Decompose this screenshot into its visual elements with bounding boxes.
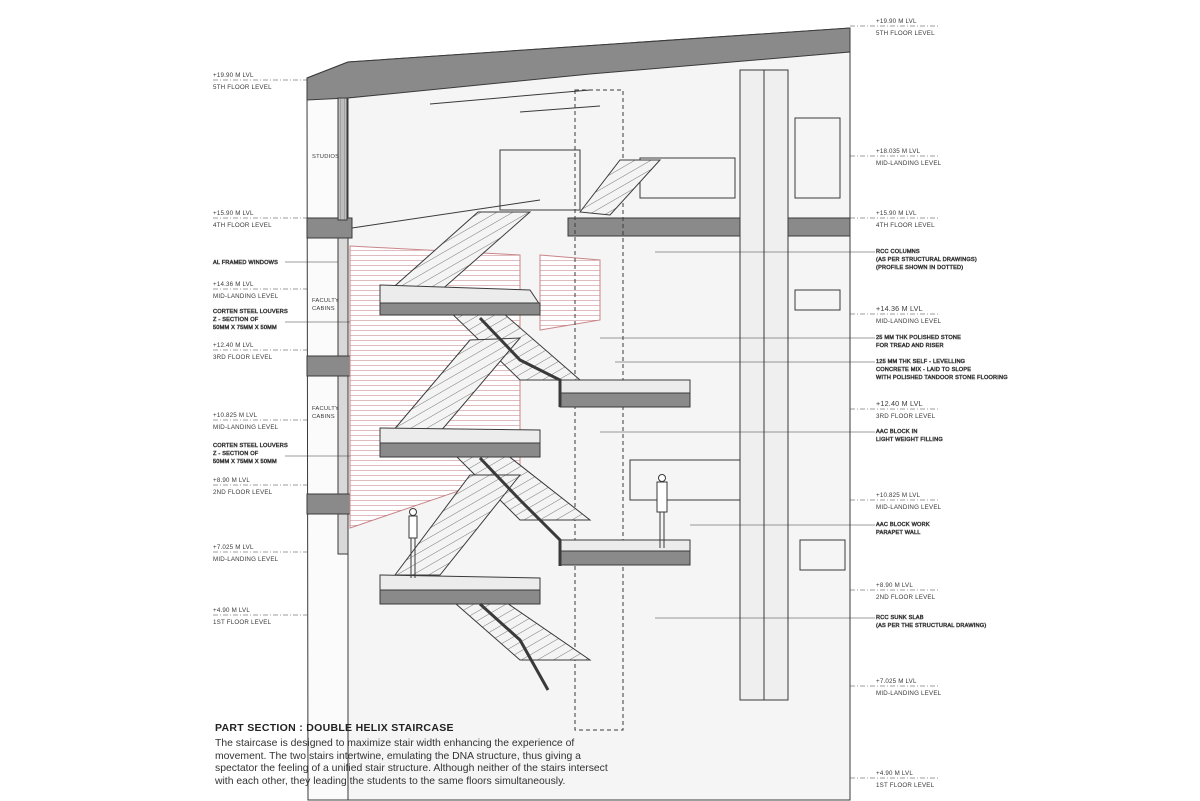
level-value: +8.90 M LVL <box>876 582 913 589</box>
room-studios: STUDIOS <box>312 154 339 160</box>
right-rooms <box>499 117 846 571</box>
level-value: +15.90 M LVL <box>876 210 917 217</box>
note-columns-line-1: RCC COLUMNS <box>876 249 920 255</box>
room-faculty-2-line-1: FACULTY <box>312 406 339 412</box>
level-value: +19.90 M LVL <box>876 18 917 25</box>
level-value: +7.025 M LVL <box>213 544 254 551</box>
level-value: +8.90 M LVL <box>213 477 250 484</box>
note-windows: AL FRAMED WINDOWS <box>213 260 278 266</box>
level-name: 3RD FLOOR LEVEL <box>213 354 273 361</box>
note-screed-line-3: WITH POLISHED TANDOOR STONE FLOORING <box>876 375 1008 381</box>
level-name: MID-LANDING LEVEL <box>876 160 942 167</box>
note-louvers-1-line-3: 50MM X 75MM X 50MM <box>213 325 277 331</box>
note-parapet-line-2: PARAPET WALL <box>876 530 921 536</box>
note-stone-line-1: 25 MM THK POLISHED STONE <box>876 335 961 341</box>
scale-figures <box>408 474 668 578</box>
levels-left: +19.90 M LVL 5TH FLOOR LEVEL +15.90 M LVL 4… <box>213 72 307 626</box>
notes-right: RCC COLUMNS (AS PER STRUCTURAL DRAWINGS)… <box>600 249 1008 629</box>
stair-flights <box>386 159 662 661</box>
level-name: MID-LANDING LEVEL <box>876 690 942 697</box>
level-value: +19.90 M LVL <box>213 72 254 79</box>
level-name: MID-LANDING LEVEL <box>876 504 942 511</box>
note-aac-line-2: LIGHT WEIGHT FILLING <box>876 437 943 443</box>
level-name: 4TH FLOOR LEVEL <box>876 222 935 229</box>
note-louvers-2-line-1: CORTEN STEEL LOUVERS <box>213 443 288 449</box>
caption-block: PART SECTION : DOUBLE HELIX STAIRCASE Th… <box>215 722 625 788</box>
note-parapet-line-1: AAC BLOCK WORK <box>876 522 930 528</box>
levels-right: +19.90 M LVL 5TH FLOOR LEVEL +18.035 M LVL… <box>850 18 942 789</box>
level-value: +15.90 M LVL <box>213 210 254 217</box>
level-name: MID-LANDING LEVEL <box>213 293 279 300</box>
note-louvers-1-line-1: CORTEN STEEL LOUVERS <box>213 309 288 315</box>
level-name: MID-LANDING LEVEL <box>213 556 279 563</box>
level-name: 1ST FLOOR LEVEL <box>876 782 935 789</box>
level-value: +7.025 M LVL <box>876 678 917 685</box>
level-value: +4.90 M LVL <box>213 607 250 614</box>
note-sunk-slab-line-2: (AS PER THE STRUCTURAL DRAWING) <box>876 623 986 629</box>
level-name: 5TH FLOOR LEVEL <box>213 84 272 91</box>
room-faculty-2-line-2: CABINS <box>312 414 335 420</box>
note-columns-line-2: (AS PER STRUCTURAL DRAWINGS) <box>876 257 977 263</box>
note-louvers-2-line-3: 50MM X 75MM X 50MM <box>213 459 277 465</box>
level-value: +14.36 M LVL <box>876 304 923 313</box>
note-louvers-2-line-2: Z - SECTION OF <box>213 451 259 457</box>
stair-landings <box>379 284 691 691</box>
level-name: MID-LANDING LEVEL <box>876 318 942 325</box>
note-sunk-slab-line-1: RCC SUNK SLAB <box>876 615 924 621</box>
level-name: 2ND FLOOR LEVEL <box>876 594 936 601</box>
note-louvers-1-line-2: Z - SECTION OF <box>213 317 259 323</box>
level-value: +18.035 M LVL <box>876 148 921 155</box>
notes-left: AL FRAMED WINDOWS CORTEN STEEL LOUVERS Z… <box>213 260 350 465</box>
level-name: 5TH FLOOR LEVEL <box>876 30 935 37</box>
caption-text: The staircase is designed to maximize st… <box>215 738 608 787</box>
note-stone-line-2: FOR TREAD AND RISER <box>876 343 944 349</box>
level-name: 3RD FLOOR LEVEL <box>876 413 936 420</box>
level-name: 2ND FLOOR LEVEL <box>213 489 273 496</box>
level-value: +12.40 M LVL <box>213 342 254 349</box>
level-value: +14.36 M LVL <box>213 281 254 288</box>
room-labels: STUDIOS FACULTY CABINS FACULTY CABINS <box>312 154 339 420</box>
note-columns-line-3: (PROFILE SHOWN IN DOTTED) <box>876 265 963 271</box>
level-value: +10.825 M LVL <box>876 492 921 499</box>
caption-title: PART SECTION : DOUBLE HELIX STAIRCASE <box>215 722 454 734</box>
level-value: +12.40 M LVL <box>876 399 923 408</box>
room-faculty-1-line-2: CABINS <box>312 306 335 312</box>
level-name: MID-LANDING LEVEL <box>213 424 279 431</box>
level-value: +4.90 M LVL <box>876 770 913 777</box>
note-aac-line-1: AAC BLOCK IN <box>876 429 918 435</box>
level-name: 4TH FLOOR LEVEL <box>213 222 272 229</box>
left-wall <box>337 97 349 555</box>
note-screed-line-1: 125 MM THK SELF - LEVELLING <box>876 359 965 365</box>
note-screed-line-2: CONCRETE MIX - LAID TO SLOPE <box>876 367 971 373</box>
level-name: 1ST FLOOR LEVEL <box>213 619 272 626</box>
rcc-column <box>574 69 789 731</box>
floor-slabs <box>306 199 851 515</box>
room-faculty-1-line-1: FACULTY <box>312 298 339 304</box>
level-value: +10.825 M LVL <box>213 412 258 419</box>
